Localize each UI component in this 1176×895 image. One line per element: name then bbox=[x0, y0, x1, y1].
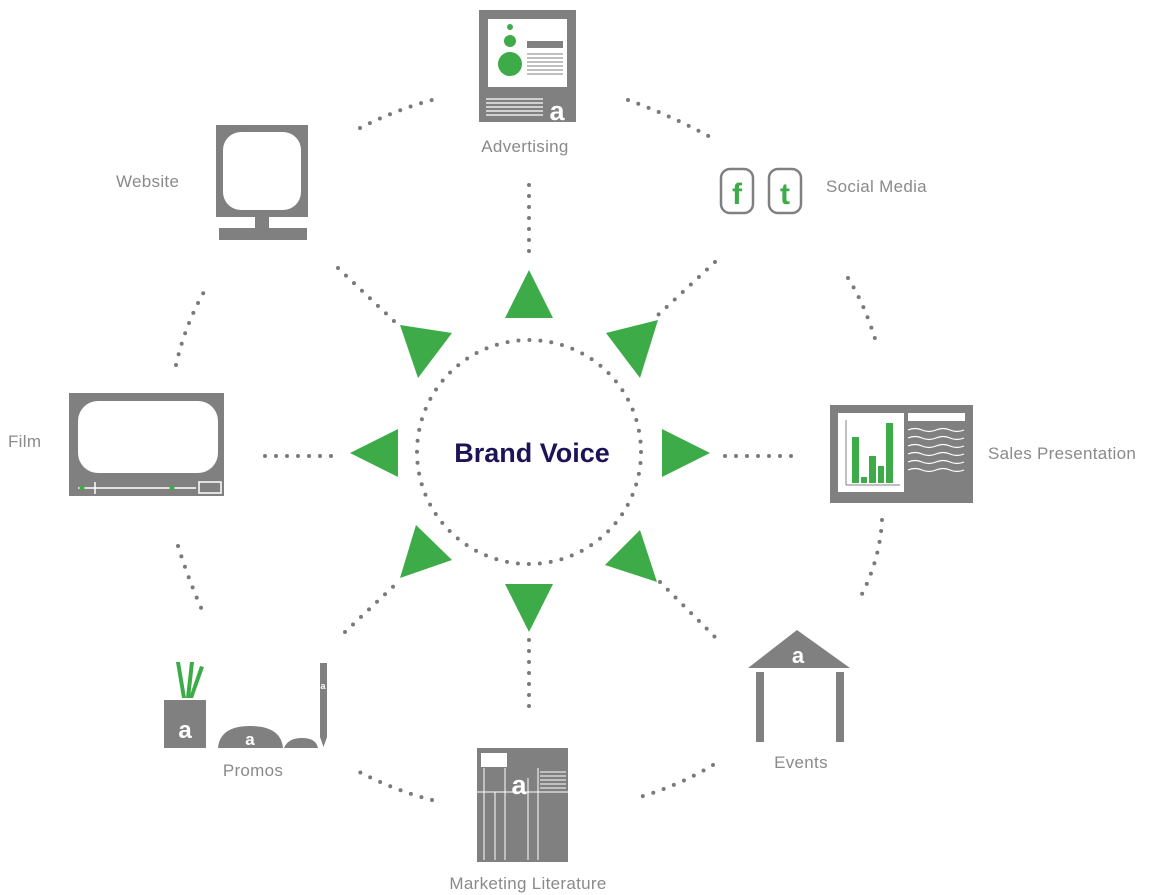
advertising-node: a Advertising bbox=[479, 10, 576, 156]
arrow-up bbox=[505, 270, 553, 318]
marketing-literature-label: Marketing Literature bbox=[449, 874, 606, 893]
facebook-badge: f bbox=[732, 178, 743, 211]
film-node: Film bbox=[8, 393, 224, 496]
arc-social-sales bbox=[846, 276, 878, 344]
spoke-top-left bbox=[336, 266, 397, 324]
arc-film-website bbox=[174, 288, 207, 367]
spoke-top-right bbox=[656, 260, 717, 317]
arrow-up-right bbox=[606, 320, 658, 378]
tv-screen-icon bbox=[69, 393, 224, 496]
arrow-down-right bbox=[605, 530, 657, 582]
svg-text:a: a bbox=[549, 96, 565, 126]
outer-ring-arcs bbox=[174, 98, 884, 802]
twitter-badge: t bbox=[780, 178, 790, 211]
sales-presentation-label: Sales Presentation bbox=[988, 444, 1136, 463]
arc-advertising-social bbox=[626, 98, 714, 140]
arrow-up-left bbox=[400, 325, 452, 378]
promo-items-icon: a a a bbox=[164, 662, 327, 749]
center-title: Brand Voice bbox=[454, 438, 610, 468]
arc-website-advertising bbox=[358, 98, 434, 130]
event-tent-icon: a bbox=[748, 630, 850, 742]
arrow-down-left bbox=[400, 525, 452, 578]
marketing-literature-node: a Marketing Literature bbox=[449, 748, 606, 893]
svg-text:a: a bbox=[320, 681, 326, 691]
promos-node: a a a Promos bbox=[164, 662, 327, 780]
spokes bbox=[263, 183, 797, 714]
arc-sales-events bbox=[858, 518, 884, 600]
brochure-icon: a bbox=[477, 748, 568, 862]
social-media-icon: f t bbox=[719, 167, 803, 215]
spoke-bottom-right bbox=[658, 580, 717, 639]
svg-text:a: a bbox=[511, 770, 527, 800]
social-media-node: f t Social Media bbox=[719, 167, 927, 215]
presentation-chart-icon bbox=[830, 405, 973, 503]
arrow-right bbox=[662, 429, 710, 477]
arc-promos-film bbox=[176, 544, 204, 612]
website-label: Website bbox=[116, 172, 179, 191]
spoke-bottom-left bbox=[343, 580, 400, 634]
events-label: Events bbox=[774, 753, 828, 772]
arc-literature-promos bbox=[350, 766, 434, 802]
social-media-label: Social Media bbox=[826, 177, 927, 196]
svg-text:a: a bbox=[792, 643, 805, 668]
svg-text:a: a bbox=[245, 730, 255, 749]
arc-events-literature bbox=[638, 763, 715, 799]
sales-presentation-node: Sales Presentation bbox=[830, 405, 1136, 503]
promos-label: Promos bbox=[223, 761, 283, 780]
billboard-ad-icon: a bbox=[479, 10, 576, 126]
arrow-left bbox=[350, 429, 398, 477]
computer-monitor-icon bbox=[216, 125, 308, 240]
center-dotted-circle bbox=[415, 338, 643, 566]
arrows bbox=[350, 270, 710, 632]
film-label: Film bbox=[8, 432, 41, 451]
arrow-down bbox=[505, 584, 553, 632]
website-node: Website bbox=[116, 125, 308, 240]
advertising-label: Advertising bbox=[481, 137, 568, 156]
svg-text:a: a bbox=[178, 717, 192, 744]
events-node: a Events bbox=[748, 630, 850, 772]
